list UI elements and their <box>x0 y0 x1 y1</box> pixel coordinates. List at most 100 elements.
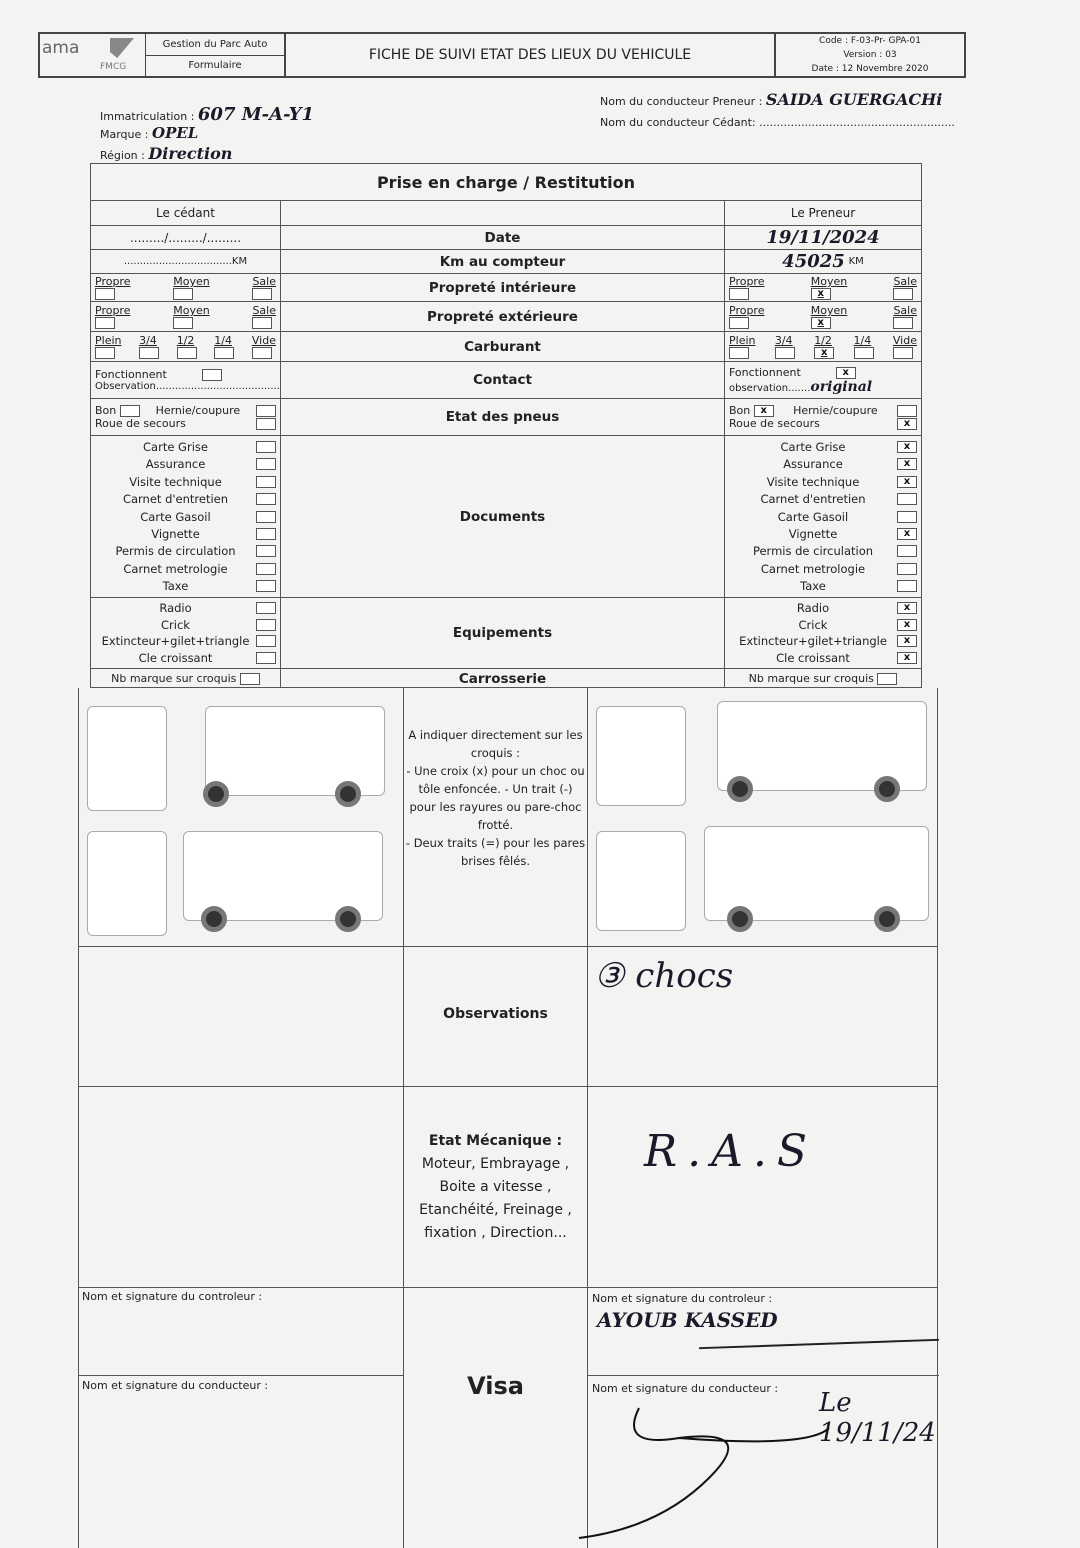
checkbox[interactable] <box>897 510 917 523</box>
cedant-observation[interactable]: Observation.............................… <box>95 381 280 392</box>
cedant-date[interactable]: ........./........./......... <box>90 226 280 249</box>
checkbox[interactable] <box>729 317 749 329</box>
checkbox[interactable] <box>256 651 276 664</box>
cedant-mecanique[interactable] <box>79 1086 403 1287</box>
cedant-observations[interactable] <box>79 946 403 1086</box>
checkbox[interactable] <box>95 347 115 359</box>
preneur-date[interactable]: 19/11/2024 <box>725 226 922 249</box>
option-3-4[interactable]: 3/4 <box>139 334 160 359</box>
cedant-name-field[interactable]: Nom du conducteur Cédant: ..............… <box>600 116 955 129</box>
checkbox[interactable] <box>256 475 276 488</box>
region-field[interactable]: Région : Direction <box>100 144 232 163</box>
pneus-bon[interactable]: Bon <box>95 404 140 417</box>
checkbox[interactable] <box>256 417 276 430</box>
preneur-conducteur-note[interactable]: Le 19/11/24 <box>819 1388 936 1448</box>
checkbox[interactable] <box>256 618 276 631</box>
checkbox[interactable] <box>893 288 914 300</box>
option-propre[interactable]: Propre <box>95 304 130 329</box>
preneur-observation[interactable]: observation.......original <box>729 379 872 395</box>
checkbox[interactable] <box>256 458 276 471</box>
preneur-contact-fonctionnent[interactable]: Fonctionnent x <box>729 366 856 379</box>
option-moyen[interactable]: Moyen <box>173 304 210 329</box>
checkbox[interactable] <box>256 493 276 506</box>
documents-item[interactable]: Taxe <box>729 578 917 595</box>
option-3-4[interactable]: 3/4 <box>774 334 795 359</box>
checkbox-checked[interactable]: x <box>897 635 917 648</box>
option-plein[interactable]: Plein <box>729 334 756 359</box>
checkbox-checked[interactable]: x <box>897 440 917 453</box>
documents-item[interactable]: Carnet d'entretien <box>729 490 917 507</box>
documents-item[interactable]: Permis de circulation <box>95 543 276 560</box>
checkbox[interactable] <box>173 317 194 329</box>
checkbox[interactable] <box>214 347 235 359</box>
preneur-vehicle-sketch[interactable] <box>592 696 932 941</box>
checkbox-checked[interactable]: x <box>814 347 835 359</box>
marque-field[interactable]: Marque : OPEL <box>100 124 198 142</box>
checkbox[interactable] <box>893 317 914 329</box>
checkbox[interactable] <box>256 635 276 648</box>
pneus-bon[interactable]: Bon x <box>729 404 774 417</box>
documents-item[interactable]: Permis de circulation <box>729 543 917 560</box>
checkbox[interactable] <box>239 672 260 685</box>
option-1-4[interactable]: 1/4 <box>853 334 874 359</box>
checkbox[interactable] <box>892 347 913 359</box>
checkbox[interactable] <box>729 347 749 359</box>
option-propre[interactable]: Propre <box>729 275 764 300</box>
preneur-name-field[interactable]: Nom du conducteur Preneur : SAIDA GUERGA… <box>600 90 942 109</box>
cedant-km[interactable]: ..................................KM <box>90 250 280 273</box>
documents-item[interactable]: Assurance <box>95 455 276 472</box>
checkbox-checked[interactable]: x <box>897 527 917 540</box>
checkbox[interactable] <box>877 672 898 685</box>
checkbox-checked[interactable]: x <box>897 417 917 430</box>
checkbox[interactable] <box>729 288 749 300</box>
checkbox[interactable] <box>897 545 917 558</box>
documents-item[interactable]: Carte Grise <box>95 438 276 455</box>
checkbox[interactable] <box>251 347 272 359</box>
option-vide[interactable]: Vide <box>251 334 276 359</box>
checkbox[interactable] <box>897 562 917 575</box>
option-sale[interactable]: Sale <box>893 275 917 300</box>
equipements-item[interactable]: Extincteur+gilet+triangle <box>95 633 276 650</box>
cedant-nb-marque[interactable]: Nb marque sur croquis <box>90 669 280 688</box>
option-sale[interactable]: Sale <box>893 304 917 329</box>
checkbox[interactable] <box>256 562 276 575</box>
documents-item[interactable]: Carte Gasoil <box>729 508 917 525</box>
checkbox[interactable] <box>173 288 194 300</box>
checkbox[interactable] <box>256 545 276 558</box>
checkbox[interactable] <box>252 317 273 329</box>
documents-item[interactable]: Carnet d'entretien <box>95 490 276 507</box>
checkbox[interactable] <box>139 347 160 359</box>
checkbox[interactable] <box>897 404 917 417</box>
option-vide[interactable]: Vide <box>892 334 917 359</box>
documents-item[interactable]: Taxe <box>95 578 276 595</box>
checkbox-checked[interactable]: x <box>753 405 774 417</box>
checkbox[interactable] <box>256 440 276 453</box>
option-plein[interactable]: Plein <box>95 334 122 359</box>
checkbox-checked[interactable]: x <box>835 366 856 379</box>
option-moyen[interactable]: Moyen <box>173 275 210 300</box>
checkbox-checked[interactable]: x <box>897 651 917 664</box>
checkbox[interactable] <box>774 347 795 359</box>
preneur-controleur-name[interactable]: AYOUB KASSED <box>597 1308 778 1332</box>
cedant-vehicle-sketch[interactable] <box>83 696 399 941</box>
documents-item[interactable]: Visite technique <box>95 473 276 490</box>
option-1-4[interactable]: 1/4 <box>214 334 235 359</box>
cedant-contact-fonctionnent[interactable]: Fonctionnent <box>95 368 222 381</box>
checkbox[interactable] <box>897 493 917 506</box>
checkbox[interactable] <box>256 510 276 523</box>
checkbox[interactable] <box>256 602 276 615</box>
documents-item[interactable]: Carnet metrologie <box>729 560 917 577</box>
equipements-item[interactable]: Radio <box>95 600 276 617</box>
preneur-km[interactable]: 45025 KM <box>725 250 922 273</box>
checkbox-checked[interactable]: x <box>897 475 917 488</box>
checkbox-checked[interactable]: x <box>810 317 831 329</box>
checkbox-checked[interactable]: x <box>897 458 917 471</box>
preneur-nb-marque[interactable]: Nb marque sur croquis <box>725 669 922 688</box>
